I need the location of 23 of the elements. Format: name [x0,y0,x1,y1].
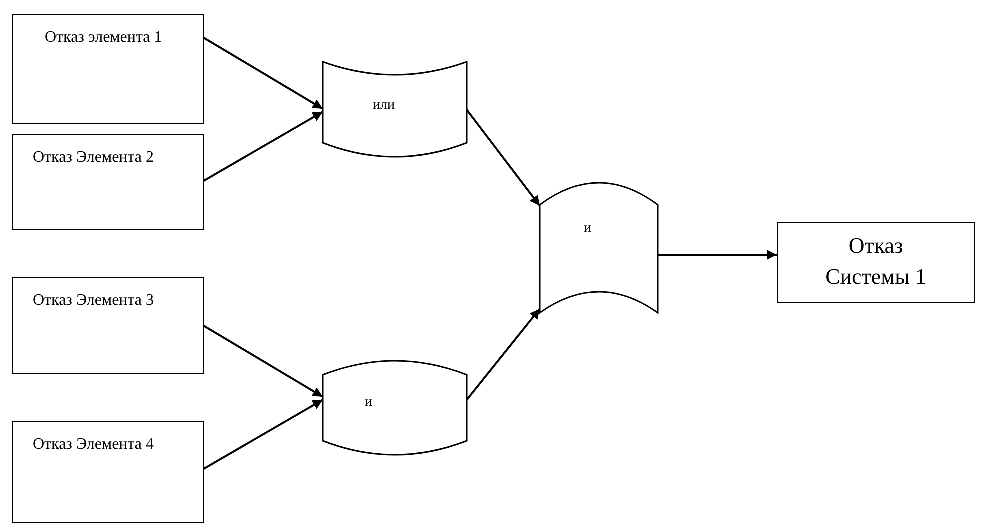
arrow [466,308,541,401]
arrow [203,37,324,110]
event-label: Отказ Элемента 2 [33,148,156,168]
event-label: Отказ Системы 1 [824,232,928,291]
arrow [204,111,324,182]
logic-gate [323,62,467,157]
arrow [466,109,541,207]
event-label: Отказ Элемента 3 [33,291,156,311]
event-box [12,421,204,523]
gate-label: или [373,97,396,115]
arrow [203,325,324,398]
event-box [777,222,975,303]
event-label: Отказ элемента 1 [44,28,164,48]
arrow [658,250,777,260]
logic-gate [540,183,658,313]
event-label: Отказ Элемента 4 [33,435,156,455]
event-box [12,277,204,374]
event-box [12,134,204,230]
logic-gate [323,361,467,455]
event-box [12,14,204,124]
gate-label: и [584,220,592,238]
arrow [204,399,324,470]
gate-label: и [365,394,374,412]
